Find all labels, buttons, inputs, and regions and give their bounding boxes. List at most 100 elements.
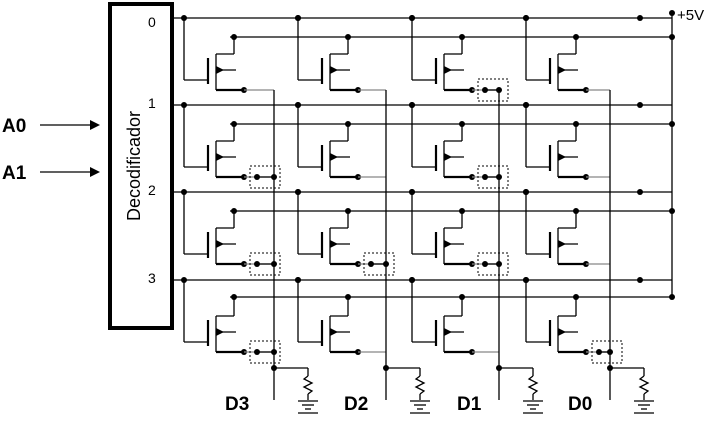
junction-dot	[295, 15, 301, 21]
row-label-2: 2	[148, 182, 156, 198]
output-junction	[271, 174, 277, 180]
supply-junction	[669, 121, 675, 127]
resistor-icon	[638, 375, 650, 395]
junction-dot	[181, 102, 187, 108]
input-label-a1: A1	[2, 163, 27, 184]
fuse-box	[249, 340, 281, 364]
ground-icon	[410, 400, 430, 414]
junction-dot	[459, 294, 465, 300]
output-label-d0: D0	[568, 394, 592, 415]
memory-cell	[183, 277, 301, 355]
row-label-0: 0	[148, 14, 156, 30]
output-junction	[271, 349, 277, 355]
memory-cell	[525, 189, 643, 267]
memory-cell	[183, 102, 301, 180]
ground-icon	[298, 400, 318, 414]
junction-dot	[523, 102, 529, 108]
input-label-a0: A0	[2, 116, 26, 137]
row-label-3: 3	[148, 270, 156, 286]
memory-cell	[297, 189, 415, 267]
static-wiring: Decodificador A0 A1 0 1 2 3 +5V D3 D2 D1…	[2, 2, 704, 415]
junction-dot	[295, 277, 301, 283]
row-label-1: 1	[148, 95, 156, 111]
memory-cell	[525, 15, 643, 93]
junction-dot	[637, 15, 643, 21]
arrow-icon	[90, 167, 100, 177]
junction-dot	[637, 277, 643, 283]
supply-junction	[669, 34, 675, 40]
output-junction	[271, 261, 277, 267]
memory-cell	[411, 277, 529, 355]
decoder-box	[108, 2, 174, 330]
junction-dot	[523, 189, 529, 195]
arrow-icon	[90, 120, 100, 130]
junction-dot	[459, 121, 465, 127]
pulldown-resistor	[610, 367, 654, 414]
junction-dot	[295, 102, 301, 108]
memory-cell	[525, 102, 643, 180]
pulldown-resistor	[499, 367, 543, 414]
junction-dot	[345, 294, 351, 300]
pulldown-resistor	[274, 367, 318, 414]
junction-dot	[573, 208, 579, 214]
ground-icon	[523, 400, 543, 414]
output-junction	[607, 349, 613, 355]
output-junction	[496, 87, 502, 93]
memory-cell	[297, 102, 415, 180]
memory-cell	[411, 15, 529, 93]
ground-icon	[634, 400, 654, 414]
junction-dot	[345, 208, 351, 214]
junction-dot	[637, 189, 643, 195]
resistor-icon	[414, 375, 426, 395]
fuse-box	[249, 252, 281, 276]
pulldown-resistor	[386, 367, 430, 414]
junction-dot	[345, 34, 351, 40]
memory-cell	[183, 15, 301, 93]
junction-dot	[345, 121, 351, 127]
memory-cell	[411, 189, 529, 267]
junction-dot	[573, 34, 579, 40]
junction-dot	[231, 208, 237, 214]
output-label-d1: D1	[457, 394, 482, 415]
supply-label: +5V	[677, 7, 704, 24]
junction-dot	[295, 189, 301, 195]
supply-junction	[669, 294, 675, 300]
fuse-box	[249, 165, 281, 189]
memory-cell	[525, 277, 643, 355]
output-junction	[496, 261, 502, 267]
output-label-d3: D3	[225, 394, 249, 415]
junction-dot	[409, 102, 415, 108]
input-a0: A0	[2, 116, 100, 137]
output-junction	[496, 174, 502, 180]
fuse-box	[591, 340, 623, 364]
junction-dot	[409, 15, 415, 21]
junction-dot	[637, 102, 643, 108]
junction-dot	[231, 294, 237, 300]
junction-dot	[231, 121, 237, 127]
fuse-box	[363, 252, 395, 276]
memory-cell	[297, 15, 415, 93]
output-label-d2: D2	[344, 394, 368, 415]
supply-junction	[669, 208, 675, 214]
memory-cell	[183, 189, 301, 267]
junction-dot	[409, 277, 415, 283]
input-a1: A1	[2, 163, 100, 184]
junction-dot	[459, 34, 465, 40]
fuse-box	[477, 165, 509, 189]
junction-dot	[523, 15, 529, 21]
decoder-label: Decodificador	[124, 111, 144, 221]
junction-dot	[231, 34, 237, 40]
resistor-icon	[527, 375, 539, 395]
fuse-box	[477, 252, 509, 276]
programmed-fuses	[249, 78, 623, 364]
junction-dot	[181, 15, 187, 21]
memory-cell	[297, 277, 415, 355]
junction-dot	[573, 121, 579, 127]
output-junction	[383, 261, 389, 267]
fuse-box	[477, 78, 509, 102]
junction-dot	[459, 208, 465, 214]
junction-dot	[181, 277, 187, 283]
junction-dot	[181, 189, 187, 195]
junction-dot	[409, 189, 415, 195]
